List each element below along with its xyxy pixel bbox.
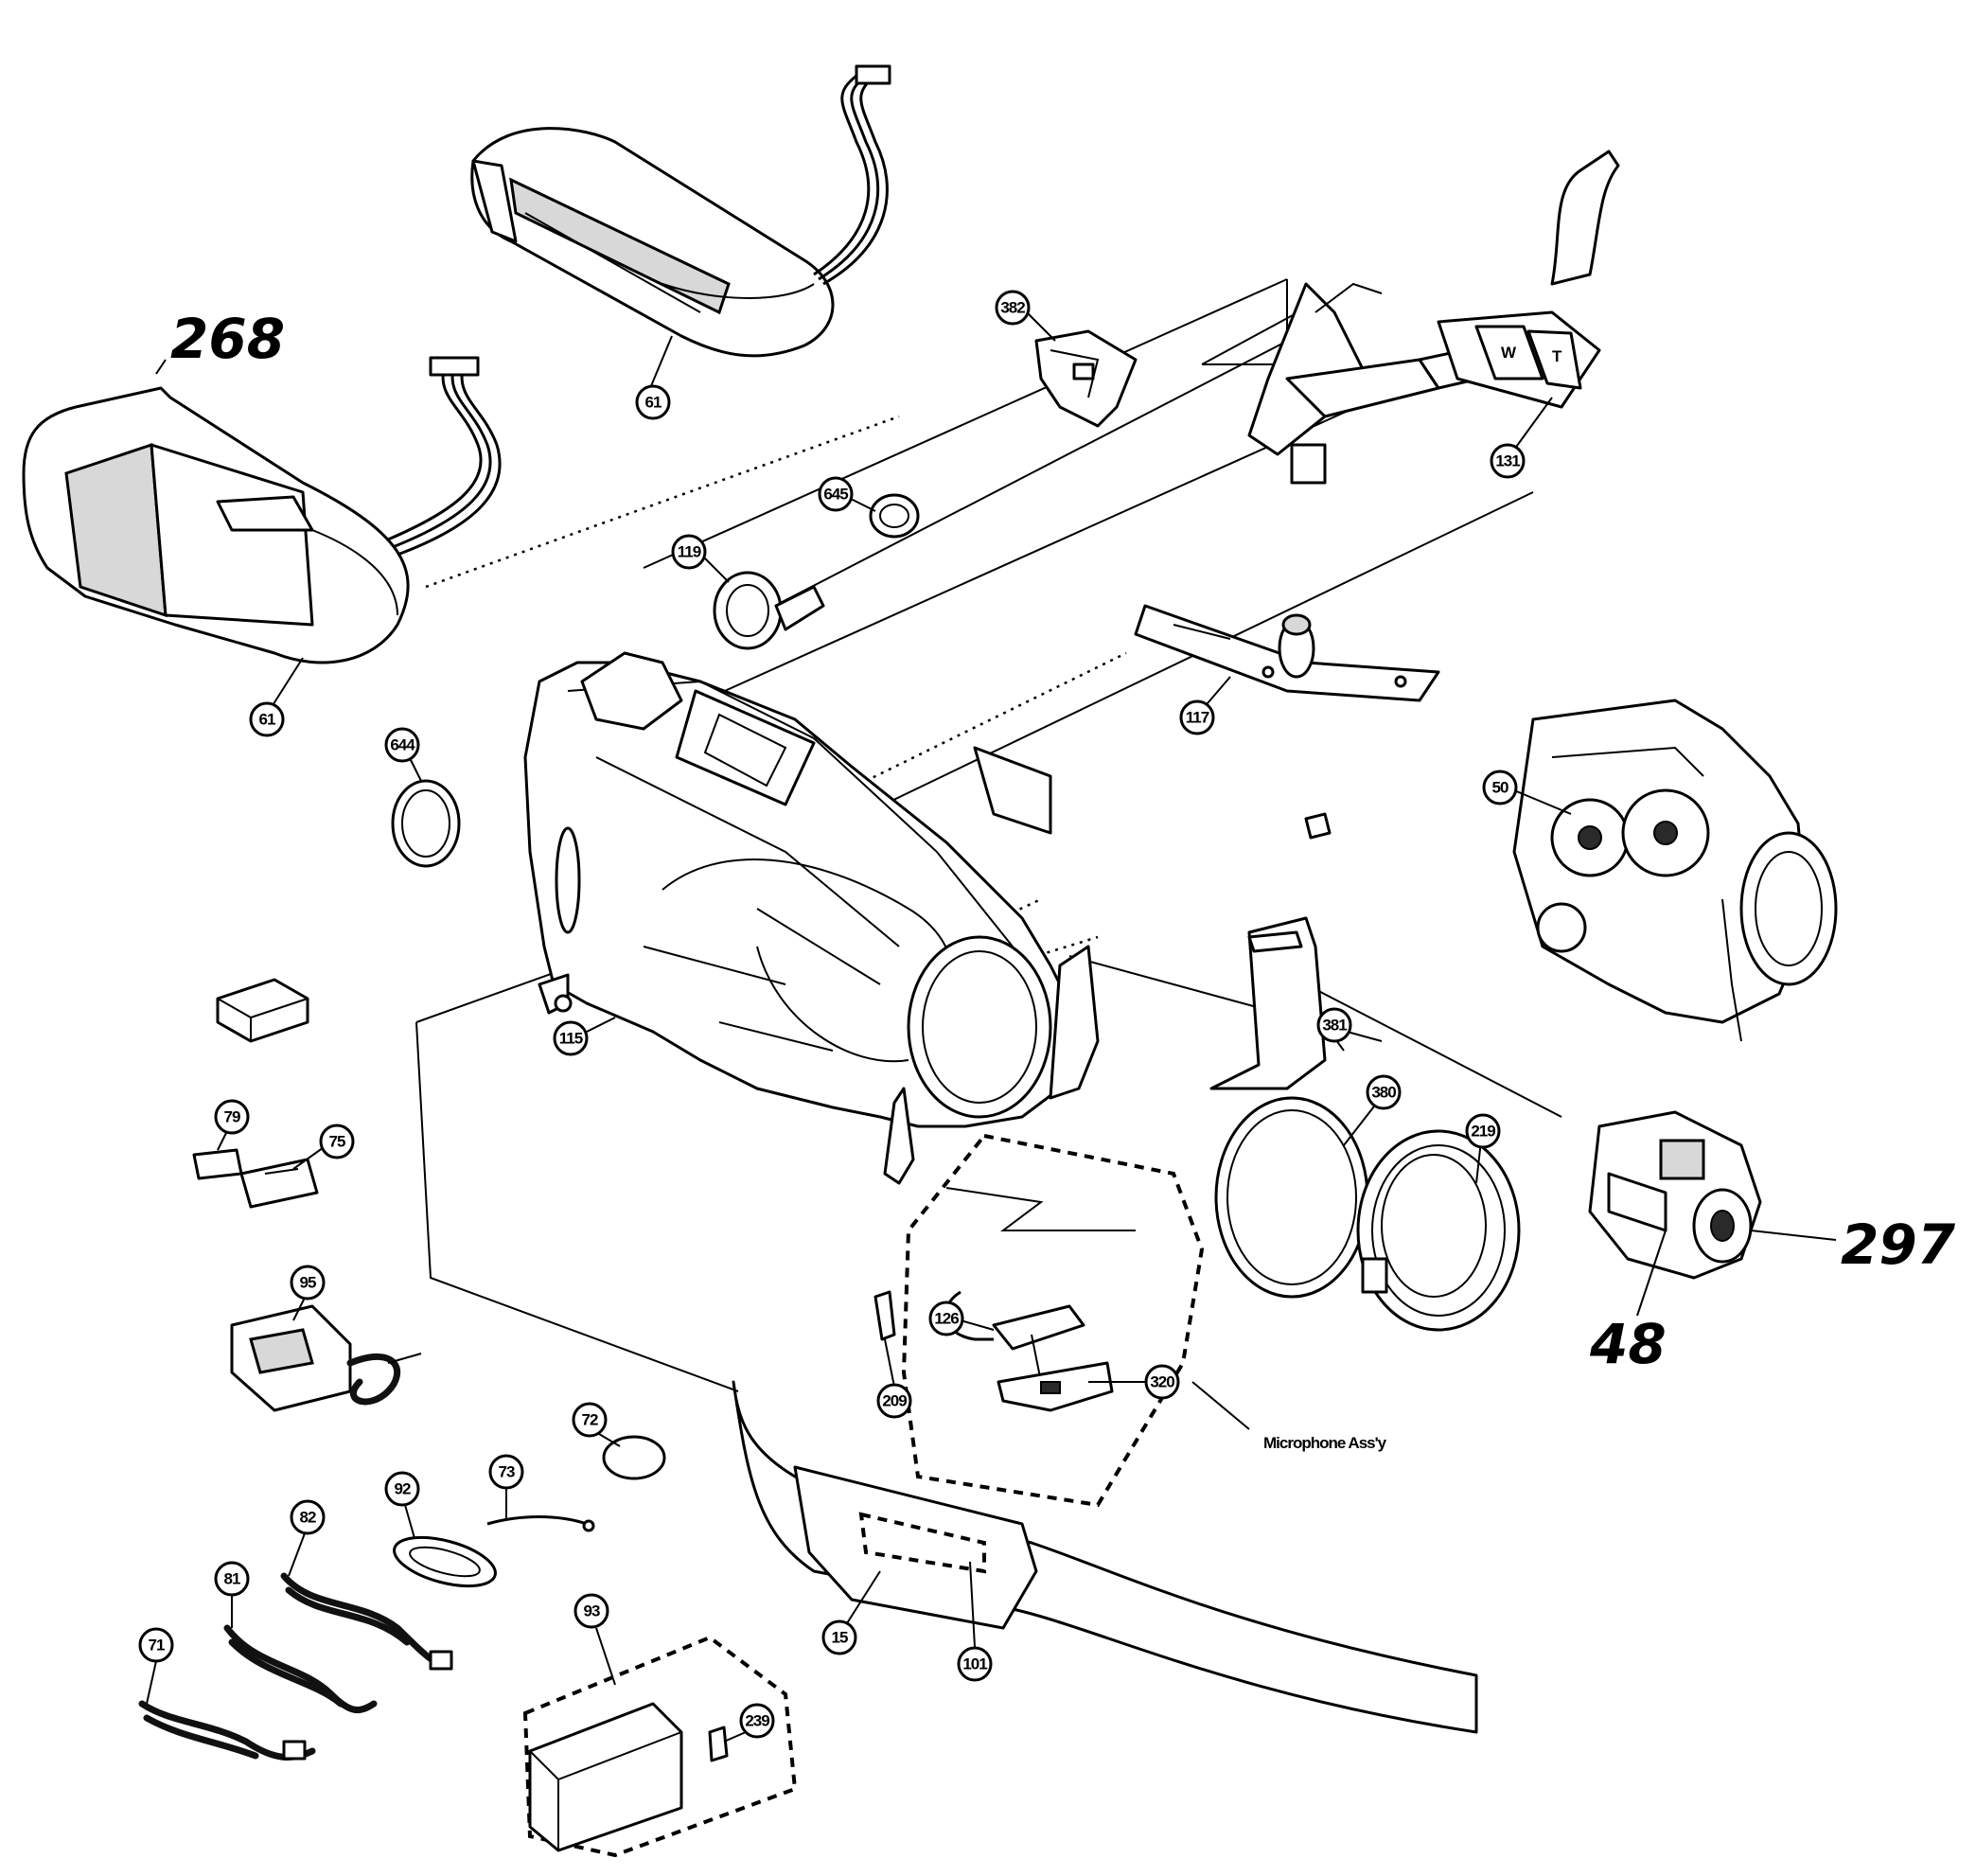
switch-label-w: W <box>1501 344 1517 362</box>
svg-text:117: 117 <box>1186 709 1209 727</box>
svg-text:61: 61 <box>259 711 275 729</box>
microphone-assembly: Microphone Ass'y <box>873 1133 1388 1508</box>
callout-380: 380 <box>1366 1074 1402 1110</box>
svg-text:219: 219 <box>1471 1123 1495 1141</box>
callouts: 61 61 382 645 119 644 117 131 <box>138 290 1526 1739</box>
callout-115: 115 <box>553 1020 589 1056</box>
svg-text:95: 95 <box>300 1274 316 1292</box>
small-parts-upper <box>391 493 920 868</box>
callout-82: 82 <box>290 1499 326 1535</box>
callout-61-top: 61 <box>635 384 671 420</box>
svg-text:382: 382 <box>1000 299 1025 317</box>
callout-73: 73 <box>488 1454 524 1490</box>
hand-strap <box>732 1380 1478 1734</box>
microphone-assy-label: Microphone Ass'y <box>1263 1434 1387 1452</box>
callout-79: 79 <box>214 1099 250 1135</box>
svg-text:73: 73 <box>499 1463 515 1481</box>
holder-92 <box>393 1535 497 1588</box>
callout-131: 131 <box>1490 443 1526 479</box>
panel-381 <box>973 746 1332 1090</box>
viewfinder-top <box>470 64 891 358</box>
svg-text:61: 61 <box>645 394 662 412</box>
ring-219 <box>1356 1129 1521 1332</box>
svg-text:79: 79 <box>224 1108 240 1126</box>
callout-61-left: 61 <box>249 701 285 737</box>
callout-92: 92 <box>384 1471 420 1507</box>
svg-text:209: 209 <box>882 1392 907 1410</box>
svg-text:92: 92 <box>395 1480 411 1498</box>
callout-101: 101 <box>957 1646 993 1682</box>
ring-380 <box>1214 1096 1369 1299</box>
svg-text:115: 115 <box>559 1030 583 1048</box>
callout-119: 119 <box>671 534 707 570</box>
svg-text:239: 239 <box>745 1712 769 1730</box>
cable-81 <box>223 1624 378 1713</box>
svg-text:644: 644 <box>390 736 415 754</box>
viewfinder-left <box>22 356 502 664</box>
svg-text:131: 131 <box>1495 452 1520 470</box>
callout-381: 381 <box>1316 1007 1352 1043</box>
cards-79-75 <box>192 1148 319 1209</box>
cable-71 <box>138 1700 316 1761</box>
svg-text:126: 126 <box>934 1310 959 1328</box>
svg-text:72: 72 <box>582 1411 598 1429</box>
svg-text:320: 320 <box>1150 1373 1174 1391</box>
svg-text:645: 645 <box>823 486 848 504</box>
callout-645: 645 <box>818 476 854 512</box>
handwritten-labels: 268 297 48 <box>170 307 1956 1376</box>
callout-126: 126 <box>928 1301 964 1336</box>
callout-382: 382 <box>995 290 1031 326</box>
svg-text:81: 81 <box>224 1570 240 1588</box>
svg-text:75: 75 <box>329 1133 345 1151</box>
callout-50: 50 <box>1482 770 1518 805</box>
plate-117 <box>1134 604 1440 702</box>
battery-93-box <box>522 1635 798 1858</box>
callout-117: 117 <box>1179 699 1215 735</box>
callout-320: 320 <box>1144 1364 1180 1400</box>
svg-text:71: 71 <box>149 1637 165 1655</box>
top-cover-switch: W T <box>1247 150 1620 485</box>
callout-95: 95 <box>290 1265 326 1301</box>
callout-209: 209 <box>876 1383 912 1419</box>
lens-cap-72 <box>602 1435 666 1480</box>
svg-text:82: 82 <box>300 1509 316 1527</box>
callout-75: 75 <box>319 1124 355 1159</box>
callout-72: 72 <box>572 1402 608 1438</box>
mechanism-50 <box>1512 699 1838 1042</box>
handwritten-297: 297 <box>1841 1212 1956 1277</box>
bracket-382 <box>1034 329 1138 428</box>
adapter-95 <box>230 1304 422 1412</box>
callout-15: 15 <box>821 1619 857 1655</box>
svg-text:101: 101 <box>962 1655 987 1673</box>
svg-text:380: 380 <box>1371 1084 1396 1102</box>
svg-text:381: 381 <box>1322 1017 1347 1035</box>
switch-label-t: T <box>1552 347 1562 365</box>
callout-219: 219 <box>1465 1113 1501 1149</box>
callout-239: 239 <box>739 1703 775 1739</box>
callout-71: 71 <box>138 1627 174 1663</box>
leader-lines <box>146 307 1572 1743</box>
strap-73 <box>486 1515 595 1532</box>
callout-644: 644 <box>384 727 420 763</box>
handwritten-268: 268 <box>170 307 285 371</box>
accessory-block <box>216 978 309 1043</box>
handwritten-48: 48 <box>1589 1312 1667 1376</box>
svg-text:50: 50 <box>1492 779 1508 797</box>
camera-body-frame <box>523 651 1100 1185</box>
svg-text:93: 93 <box>584 1602 600 1620</box>
component-297 <box>1588 1110 1837 1317</box>
callout-93: 93 <box>573 1593 609 1629</box>
callout-81: 81 <box>214 1561 250 1597</box>
cable-82 <box>280 1572 453 1671</box>
svg-text:119: 119 <box>678 543 701 561</box>
svg-text:15: 15 <box>832 1629 848 1647</box>
